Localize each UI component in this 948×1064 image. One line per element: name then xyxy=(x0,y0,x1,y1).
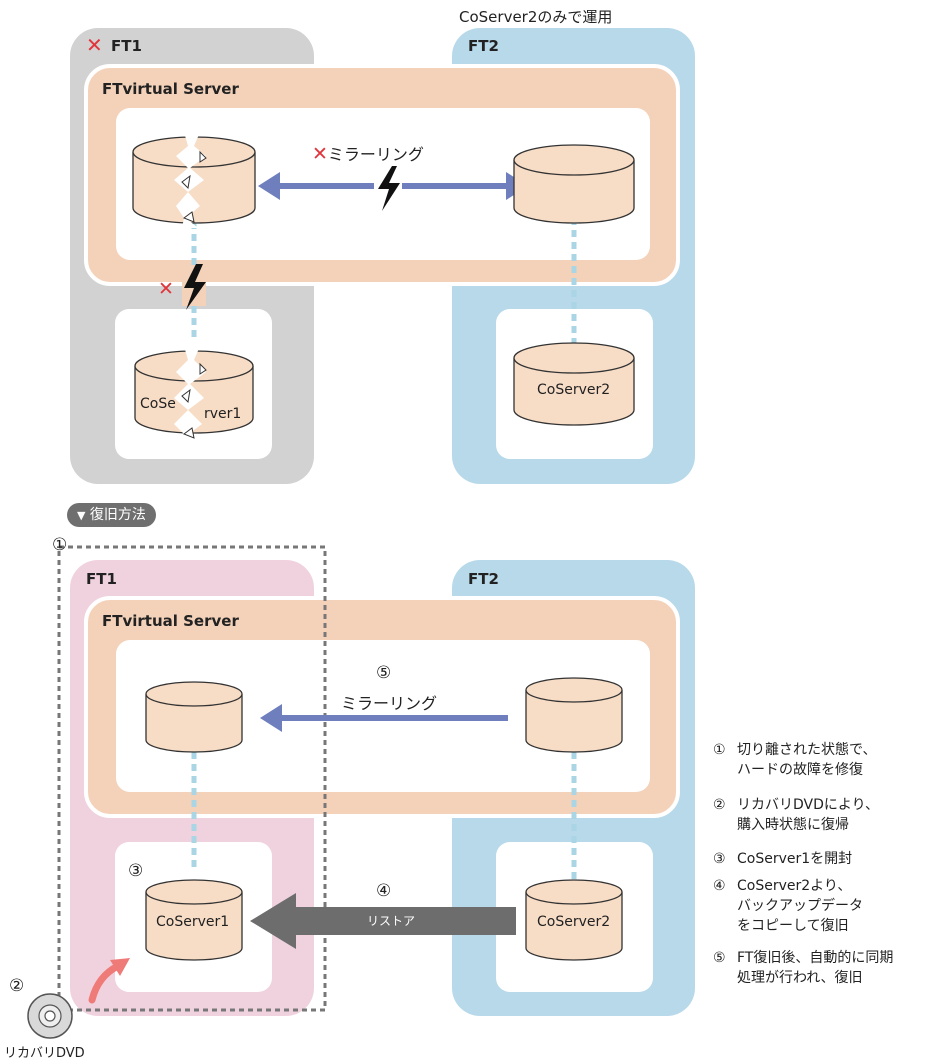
legend-step-3: ③ CoServer1を開封 xyxy=(713,849,852,869)
triangle-down-icon: ▼ xyxy=(77,509,86,522)
ft2-vm-disk-bottom xyxy=(525,677,623,753)
mirroring-label-bottom: ミラーリング xyxy=(341,694,438,713)
dvd-curved-arrow xyxy=(88,962,122,1004)
coserver2-only-note: CoServer2のみで運用 xyxy=(459,8,613,26)
legend-text: ハードの故障を修復 xyxy=(737,762,863,778)
legend-text: CoServer1を開封 xyxy=(737,851,853,867)
bottom-diagram-graphics xyxy=(27,545,623,1039)
coserver1-label-bottom: CoServer1 xyxy=(156,914,230,930)
mirroring-label-top: ✕ミラーリング xyxy=(312,141,424,165)
coserver2-label-top: CoServer2 xyxy=(537,382,611,398)
recovery-method-label: 復旧方法 xyxy=(89,507,146,523)
recovery-method-pill: ▼ 復旧方法 xyxy=(67,503,156,527)
coserver2-label-bottom: CoServer2 xyxy=(537,914,611,930)
ft1-vm-disk-bottom xyxy=(145,681,243,753)
coserver1-label-top-a: CoSe xyxy=(140,396,176,412)
top-diagram-graphics: ✕ CoSe rver1 xyxy=(132,132,635,446)
step2-marker: ② xyxy=(9,976,25,996)
legend-number: ④ xyxy=(713,878,726,894)
ft1-label-top: FT1 xyxy=(111,37,142,55)
legend-number: ① xyxy=(713,742,726,758)
coserver1-label-top-b: rver1 xyxy=(204,406,241,422)
error-cross-icon: ✕ xyxy=(312,143,328,165)
lightning-icon xyxy=(184,264,206,310)
legend-number: ⑤ xyxy=(713,950,726,966)
legend-text: リカバリDVDにより、 xyxy=(737,797,880,813)
ftvirtual-label-top: FTvirtual Server xyxy=(102,80,239,98)
restore-arrow xyxy=(250,893,516,949)
legend-text: 切り離された状態で、 xyxy=(737,742,877,758)
step3-marker: ③ xyxy=(128,861,144,881)
legend-text: FT復旧後、自動的に同期 xyxy=(737,950,894,966)
mirroring-arrowhead-left xyxy=(260,704,282,732)
error-cross-icon: ✕ xyxy=(86,33,103,57)
lightning-icon xyxy=(378,166,400,211)
ft2-label-bottom: FT2 xyxy=(468,570,499,588)
step4-marker: ④ xyxy=(376,881,392,901)
legend-text: バックアップデータ xyxy=(737,898,863,914)
mirroring-text-top: ミラーリング xyxy=(327,145,424,164)
coserver2-disk-top xyxy=(513,342,635,426)
ft2-label-top: FT2 xyxy=(468,37,499,55)
ft1-vm-disk-top xyxy=(132,132,256,228)
dvd-disc-icon xyxy=(27,993,73,1039)
ftvirtual-label-bottom: FTvirtual Server xyxy=(102,612,239,630)
legend-text: 処理が行われ、復旧 xyxy=(737,970,863,986)
ft2-vm-disk-top xyxy=(513,144,635,224)
legend-text: をコピーして復旧 xyxy=(737,918,849,934)
step1-marker: ① xyxy=(52,535,68,555)
error-cross-icon: ✕ xyxy=(158,278,174,300)
coserver2-disk-bottom xyxy=(525,879,623,961)
mirroring-arrowhead-left xyxy=(258,172,280,200)
legend-step-1: ① 切り離された状態で、 ハードの故障を修復 xyxy=(713,740,876,780)
legend-number: ② xyxy=(713,797,726,813)
legend-number: ③ xyxy=(713,851,726,867)
legend-step-5: ⑤ FT復旧後、自動的に同期 処理が行われ、復旧 xyxy=(713,948,893,988)
ft1-label-bottom: FT1 xyxy=(86,570,117,588)
legend-text: 購入時状態に復帰 xyxy=(737,817,849,833)
recovery-dvd-label: リカバリDVD xyxy=(4,1046,85,1061)
legend-step-2: ② リカバリDVDにより、 購入時状態に復帰 xyxy=(713,795,879,835)
step5-marker: ⑤ xyxy=(376,663,392,683)
legend-text: CoServer2より、 xyxy=(737,878,852,894)
coserver1-disk-bottom xyxy=(145,879,243,961)
restore-label: リストア xyxy=(367,914,416,928)
isolation-dashed-box xyxy=(57,545,327,1012)
legend-step-4: ④ CoServer2より、 バックアップデータ をコピーして復旧 xyxy=(713,876,863,936)
